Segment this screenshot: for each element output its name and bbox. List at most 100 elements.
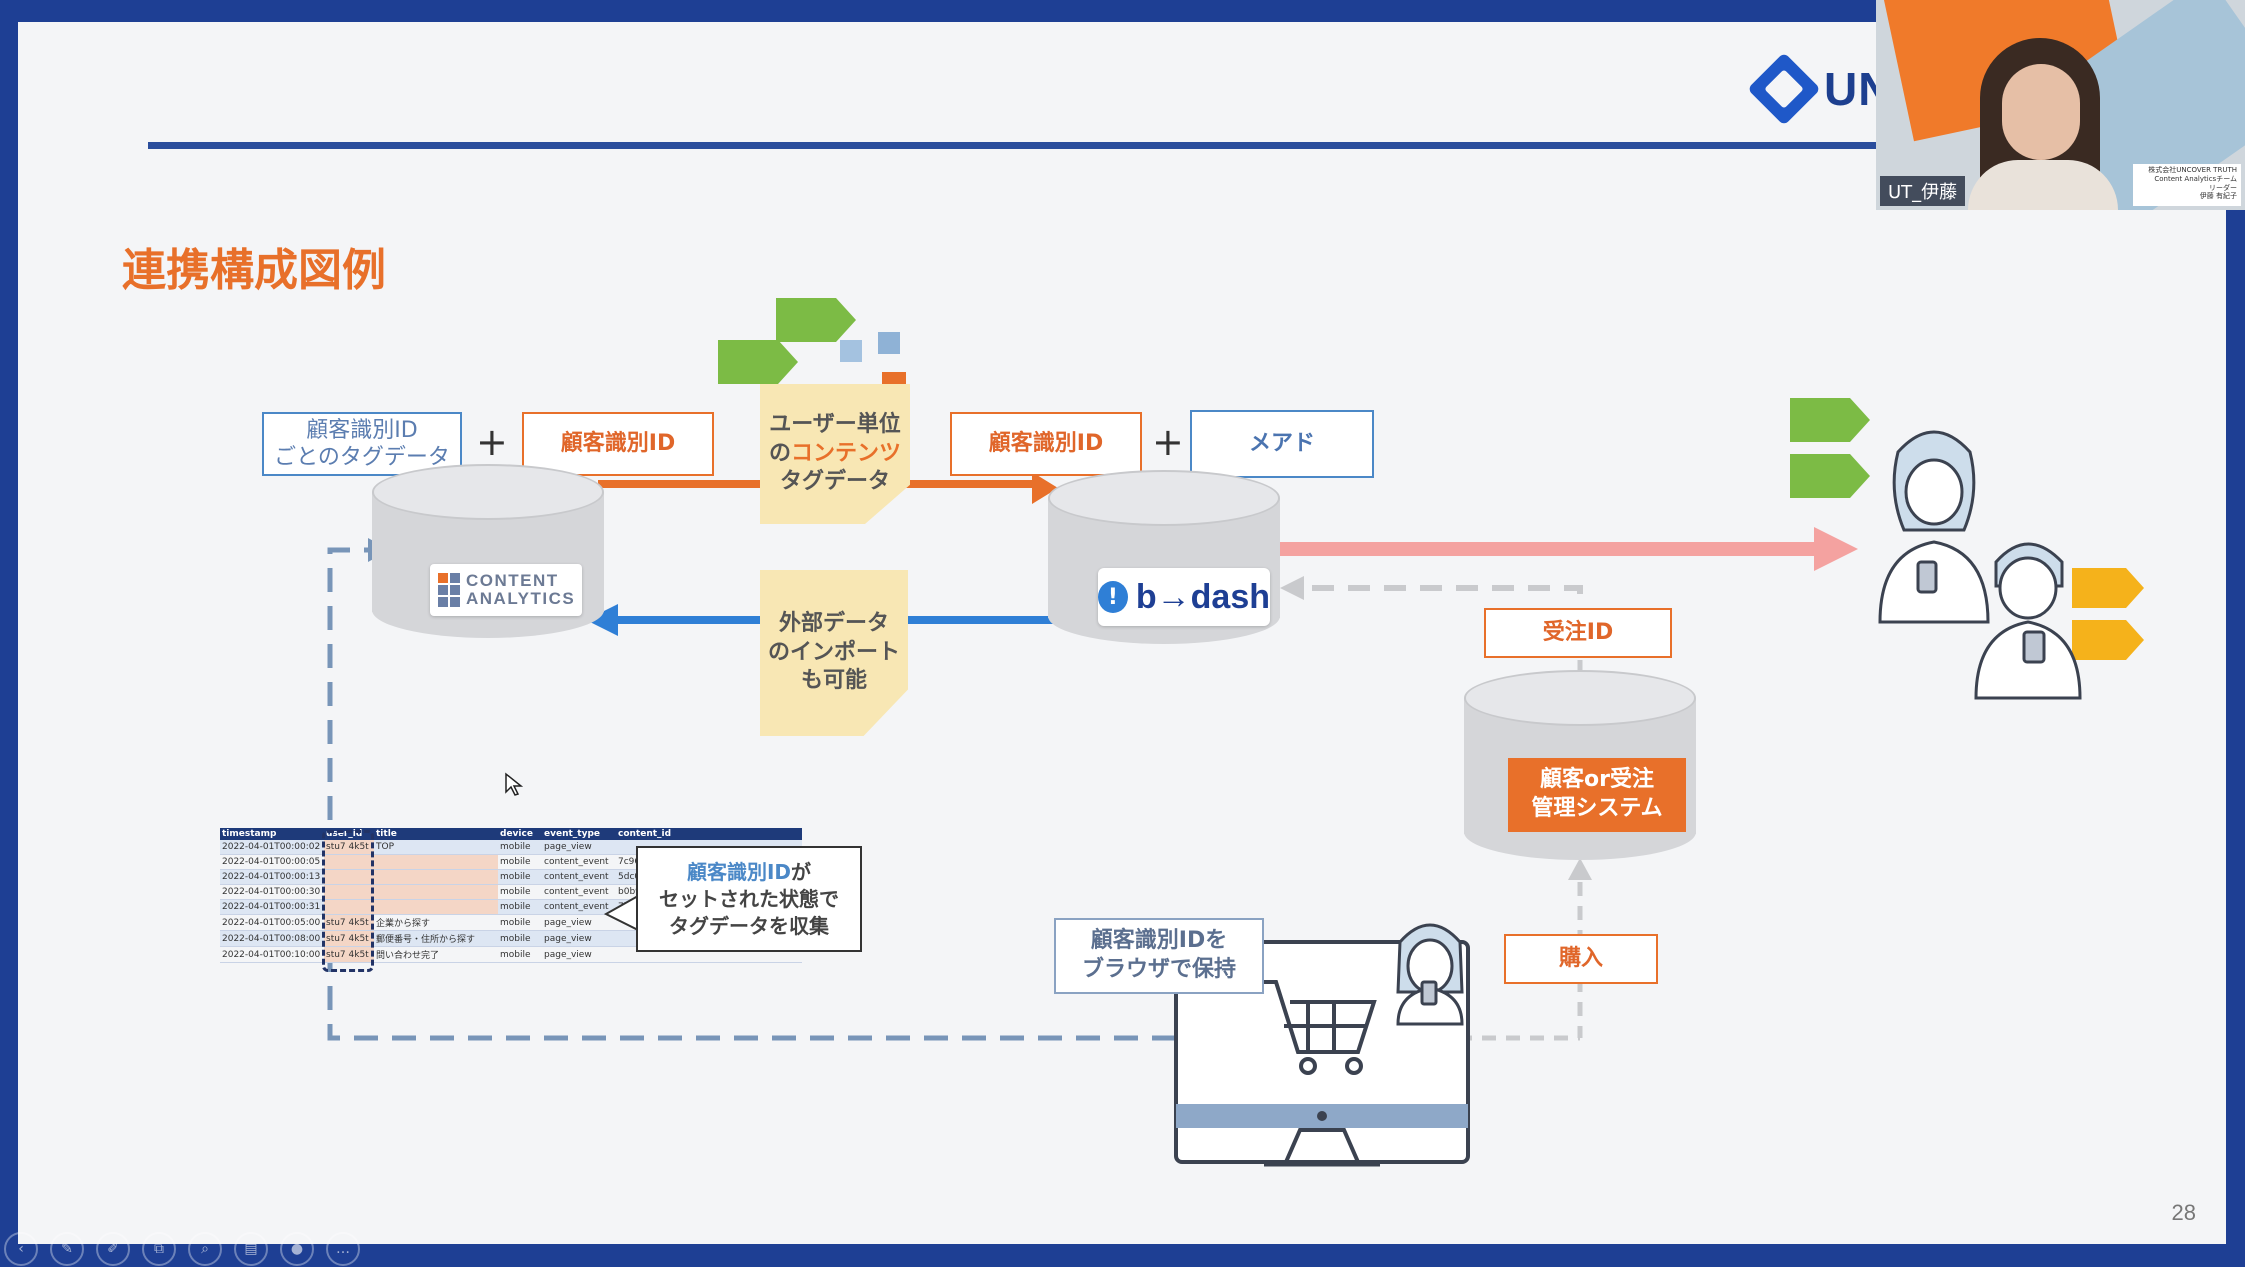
- table-cell: 2022-04-01T00:08:00: [220, 930, 324, 947]
- tag-data-per-id-label: 顧客識別ID ごとのタグデータ: [274, 417, 450, 471]
- customer-id-box-right: 顧客識別ID: [950, 412, 1142, 476]
- mouse-cursor-icon: [505, 772, 524, 796]
- copy-icon[interactable]: ⧉: [142, 1232, 176, 1266]
- bdash-bubble-icon: !: [1098, 581, 1128, 613]
- table-cell: content_event: [542, 899, 616, 915]
- plus-sign: +: [476, 420, 508, 464]
- content-analytics-line1: CONTENT: [466, 571, 559, 591]
- table-cell: mobile: [498, 854, 542, 870]
- shopper-woman-icon: [1396, 923, 1464, 1026]
- table-cell: content_event: [542, 869, 616, 885]
- yellow-tag-icon: [2072, 568, 2144, 608]
- presenter-webcam: UT_伊藤 株式会社UNCOVER TRUTH Content Analytic…: [1876, 0, 2245, 210]
- table-cell: [374, 854, 498, 870]
- table-cell: 2022-04-01T00:10:00: [220, 946, 324, 963]
- gray-dashed-link: [1308, 585, 1583, 594]
- blue-square-icon: [878, 332, 900, 354]
- card-line: Content Analyticsチーム: [2154, 174, 2237, 183]
- browser-hold-box: 顧客識別IDを ブラウザで保持: [1054, 918, 1264, 994]
- user-unit-tag-note: ユーザー単位 のコンテンツ タグデータ: [760, 384, 910, 524]
- green-tag-icon: [718, 340, 798, 384]
- presenter-face: [2002, 64, 2080, 160]
- diagram-connectors: [327, 298, 2144, 1167]
- blue-square-icon: [840, 340, 862, 362]
- table-cell: TOP: [374, 840, 498, 855]
- table-cell: 2022-04-01T00:00:30: [220, 884, 324, 900]
- table-cell: mobile: [498, 899, 542, 915]
- table-cell: [374, 899, 498, 915]
- card-line: 株式会社UNCOVER TRUTH: [2148, 166, 2237, 174]
- table-cell: [374, 884, 498, 900]
- slide: UN 連携構成図例: [18, 22, 2226, 1244]
- tag-data-per-id-box: 顧客識別ID ごとのタグデータ: [262, 412, 462, 476]
- content-analytics-logo-icon: [438, 573, 460, 607]
- content-analytics-logo: CONTENT ANALYTICS: [430, 564, 582, 616]
- note-line-3: タグデータ: [779, 469, 890, 495]
- table-cell: mobile: [498, 869, 542, 885]
- column-header: device: [498, 828, 542, 840]
- callout-line-1b: が: [791, 859, 812, 884]
- system-label: 顧客or受注 管理システム: [1508, 758, 1686, 832]
- bdash-text: b→dash: [1135, 577, 1270, 616]
- zoom-icon[interactable]: ⌕: [188, 1232, 222, 1266]
- table-cell: 2022-04-01T00:05:00: [220, 914, 324, 931]
- marker-icon[interactable]: ✐: [96, 1232, 130, 1266]
- yellow-tag-icon: [2072, 620, 2144, 660]
- table-cell: [324, 899, 374, 915]
- note-line-2b: コンテンツ: [791, 440, 902, 466]
- table-cell: 企業から探す: [374, 914, 498, 931]
- table-cell: [324, 869, 374, 885]
- table-cell: [324, 854, 374, 870]
- orange-arrow-head: [1032, 472, 1058, 504]
- table-cell: 2022-04-01T00:00:31: [220, 899, 324, 915]
- pen-icon[interactable]: ✎: [50, 1232, 84, 1266]
- column-header: title: [374, 828, 498, 840]
- table-cell: 問い合わせ完了: [374, 946, 498, 963]
- pink-arrow-head: [1814, 527, 1858, 571]
- content-analytics-line2: ANALYTICS: [466, 589, 576, 608]
- table-cell: [374, 869, 498, 885]
- slide-title: 連携構成図例: [122, 245, 386, 296]
- callout-line-1a: 顧客識別ID: [686, 859, 792, 884]
- bdash-logo: ! b→dash: [1098, 568, 1270, 626]
- table-cell: mobile: [498, 930, 542, 947]
- presentation-toolbar: ‹ ✎ ✐ ⧉ ⌕ ▤ ● …: [0, 1231, 360, 1267]
- callout-line-3: タグデータを収集: [669, 913, 829, 938]
- column-header: event_type: [542, 828, 616, 840]
- user-woman-icon: [1878, 430, 1990, 624]
- table-cell: 2022-04-01T00:00:13: [220, 869, 324, 885]
- more-icon[interactable]: …: [326, 1232, 360, 1266]
- camera-icon[interactable]: ●: [280, 1232, 314, 1266]
- table-cell: mobile: [498, 914, 542, 931]
- column-header: timestamp: [220, 828, 324, 840]
- green-tag-icon: [776, 298, 856, 342]
- plus-sign: +: [1152, 420, 1184, 464]
- user-id-callout: 顧客識別IDが セットされた状態で タグデータを収集: [636, 846, 862, 952]
- table-cell: stu7 4k5t: [324, 930, 374, 947]
- table-cell: page_view: [542, 840, 616, 855]
- table-cell: stu7 4k5t: [324, 914, 374, 931]
- green-tag-icon: [1790, 398, 1870, 442]
- card-line: リーダー: [2209, 183, 2237, 192]
- customer-id-box-left: 顧客識別ID: [522, 412, 714, 476]
- import-note: 外部データ のインポート も可能: [760, 570, 908, 736]
- tag-collection-loop: [327, 547, 1176, 1041]
- table-cell: mobile: [498, 840, 542, 855]
- table-cell: stu7 4k5t: [324, 840, 374, 855]
- note-line-1: ユーザー単位: [769, 412, 901, 438]
- note-line-2a: の: [768, 440, 791, 466]
- page-number: 28: [2171, 1200, 2196, 1225]
- gray-arrow-head: [1280, 576, 1304, 600]
- blue-arrow-head: [586, 604, 618, 636]
- back-icon[interactable]: ‹: [4, 1232, 38, 1266]
- user-id-column-highlight: [322, 830, 374, 972]
- table-cell: 2022-04-01T00:00:05: [220, 854, 324, 870]
- callout-line-2: セットされた状態で: [659, 886, 839, 911]
- table-cell: [324, 884, 374, 900]
- table-cell: page_view: [542, 930, 616, 947]
- table-cell: content_event: [542, 854, 616, 870]
- cc-icon[interactable]: ▤: [234, 1232, 268, 1266]
- table-header-row: timestamp user_id title device event_typ…: [220, 828, 802, 840]
- gray-up-arrow-head: [1568, 858, 1592, 880]
